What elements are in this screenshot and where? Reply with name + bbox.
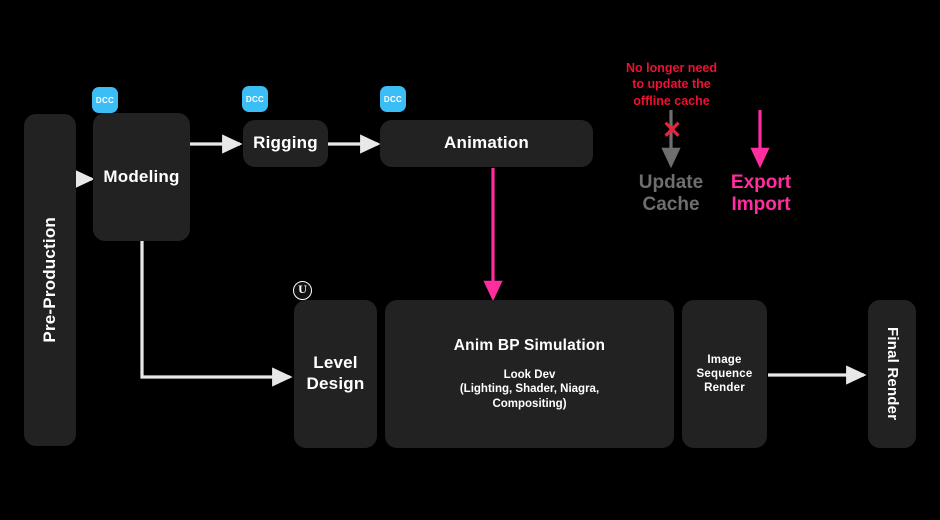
- node-pre-production-label: Pre-Production: [39, 217, 59, 343]
- node-anim-bp-sub-line3: Compositing): [492, 397, 567, 410]
- label-export-import-line1: Export: [730, 172, 792, 193]
- node-pre-production[interactable]: Pre-Production: [24, 114, 76, 446]
- label-export-import: Export Import: [706, 172, 816, 217]
- node-anim-bp-simulation[interactable]: Anim BP Simulation Look Dev (Lighting, S…: [385, 300, 674, 448]
- warning-note: No longer need to update the offline cac…: [604, 60, 739, 109]
- node-level-design-label-line2: Design: [306, 374, 365, 393]
- warning-note-line2: to update the: [632, 77, 711, 92]
- dcc-badge-label: DCC: [95, 95, 115, 105]
- node-rigging-label: Rigging: [253, 133, 318, 153]
- node-modeling[interactable]: Modeling: [93, 113, 190, 241]
- cross-out-icon: ✕: [662, 117, 683, 144]
- node-final-render[interactable]: Final Render: [868, 300, 916, 448]
- node-animation-label: Animation: [444, 133, 529, 153]
- node-image-sequence-line3: Render: [704, 382, 745, 394]
- label-update-cache: Update Cache: [616, 172, 726, 217]
- node-anim-bp-sub-line2: (Lighting, Shader, Niagra,: [459, 383, 600, 396]
- label-update-cache-line2: Cache: [642, 194, 700, 216]
- node-final-render-label: Final Render: [884, 327, 902, 421]
- dcc-badge-label: DCC: [383, 94, 403, 104]
- node-anim-bp-title: Anim BP Simulation: [453, 336, 606, 354]
- node-animation[interactable]: Animation: [380, 120, 593, 167]
- label-export-import-line2: Import: [731, 194, 791, 216]
- node-image-sequence-line2: Sequence: [696, 367, 753, 380]
- node-image-sequence-line1: Image: [707, 353, 742, 366]
- node-rigging[interactable]: Rigging: [243, 120, 328, 167]
- node-anim-bp-sub-line1: Look Dev: [503, 368, 556, 381]
- dcc-badge-label: DCC: [245, 94, 265, 104]
- node-image-sequence-render[interactable]: Image Sequence Render: [682, 300, 767, 448]
- dcc-badge-animation: DCC: [380, 86, 406, 112]
- edge-modeling-to-level-design: [140, 241, 293, 387]
- dcc-badge-rigging: DCC: [242, 86, 268, 112]
- node-level-design-label-line1: Level: [313, 353, 358, 373]
- dcc-badge-modeling: DCC: [92, 87, 118, 113]
- unreal-engine-icon: U: [293, 281, 312, 300]
- node-modeling-label: Modeling: [103, 166, 180, 186]
- warning-note-line1: No longer need: [626, 61, 717, 75]
- node-level-design[interactable]: Level Design: [294, 300, 377, 448]
- warning-note-line3: offline cache: [633, 93, 710, 108]
- label-update-cache-line1: Update: [638, 172, 704, 193]
- unreal-engine-glyph: U: [298, 284, 307, 296]
